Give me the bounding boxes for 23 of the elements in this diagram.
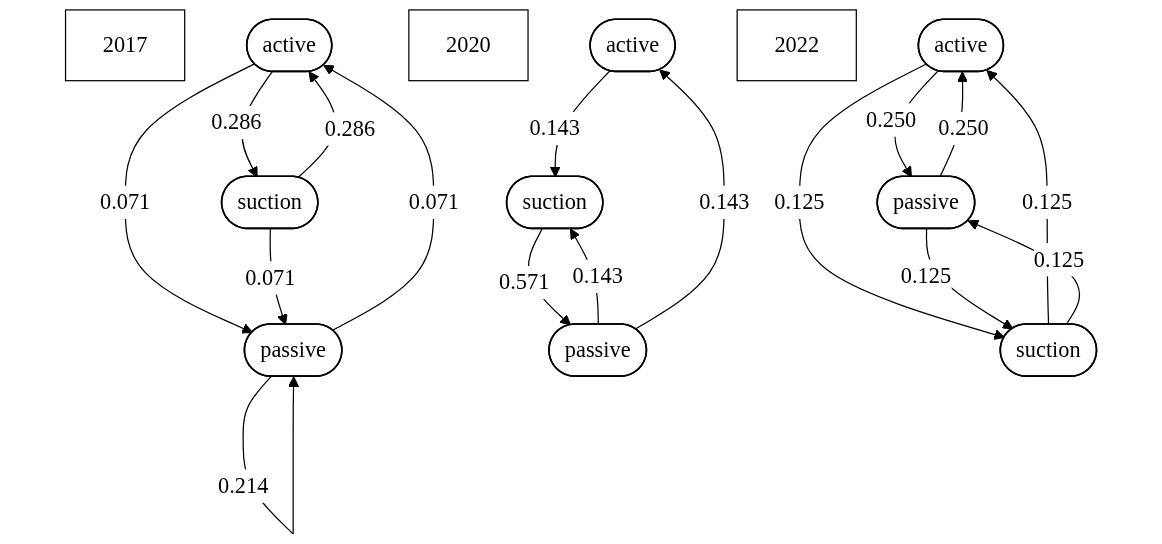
edge-label: 0.286	[211, 109, 262, 135]
edge-label: 0.125	[900, 263, 952, 288]
edge-label: 0.214	[218, 473, 269, 498]
edge-label: 0.125	[774, 189, 825, 215]
edge-label: 0.143	[529, 115, 580, 141]
node-box: 2022	[736, 9, 857, 82]
edge-label: 0.250	[938, 115, 989, 141]
edge-label: 0.071	[99, 189, 151, 215]
edge-label: 0.125	[1033, 246, 1085, 272]
edge-label: 0.125	[1022, 189, 1073, 215]
arrow	[124, 63, 256, 334]
edge-label: 0.071	[408, 189, 459, 215]
edge-label: 0.250	[865, 106, 917, 132]
edge-label: 0.571	[499, 269, 550, 295]
edge-label: 0.286	[324, 115, 376, 141]
edge-label: 0.143	[699, 189, 750, 215]
edge-label: 0.143	[572, 263, 623, 288]
arrow	[323, 64, 435, 331]
arrow	[634, 69, 725, 330]
arrow	[798, 63, 1005, 340]
node-box: 2020	[408, 9, 529, 82]
edge-label: 0.071	[245, 264, 296, 290]
node-box: 2017	[64, 9, 186, 82]
